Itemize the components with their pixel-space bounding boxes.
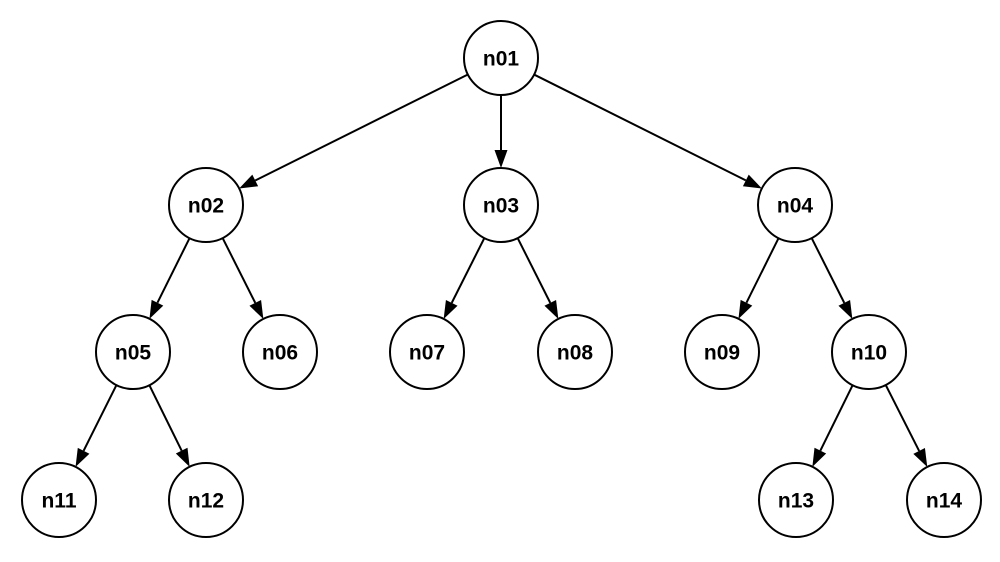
node-label: n11 (41, 489, 76, 512)
tree-node-n09: n09 (684, 314, 760, 390)
arrowhead-icon (913, 448, 928, 467)
node-circle (463, 20, 539, 96)
arrowhead-icon (249, 299, 264, 319)
tree-node-n02: n02 (168, 167, 244, 243)
edge-n05-n12 (148, 384, 190, 467)
tree-node-n01: n01 (463, 20, 539, 96)
edge-line (745, 237, 780, 304)
tree-node-n04: n04 (757, 167, 833, 243)
edge-line (156, 237, 191, 304)
tree-node-n06: n06 (242, 314, 318, 390)
tree-node-n03: n03 (463, 167, 539, 243)
edge-line (221, 237, 257, 304)
node-circle (831, 314, 907, 390)
edge-n05-n11 (75, 384, 118, 467)
node-circle (463, 167, 539, 243)
node-label: n07 (409, 341, 445, 364)
edge-n01-n04 (533, 73, 762, 189)
arrowhead-icon (742, 174, 762, 189)
arrowhead-icon (443, 299, 458, 319)
node-label: n08 (557, 341, 594, 364)
node-circle (684, 314, 760, 390)
edge-line (533, 73, 747, 182)
node-label: n13 (778, 489, 814, 512)
edge-line (82, 384, 118, 452)
node-circle (537, 314, 613, 390)
edge-line (884, 384, 921, 452)
node-circle (21, 462, 97, 538)
node-label: n04 (777, 194, 814, 217)
tree-node-n05: n05 (95, 314, 171, 390)
edge-n03-n08 (516, 237, 559, 319)
tree-node-n07: n07 (389, 314, 465, 390)
edge-n01-n02 (239, 73, 469, 189)
node-circle (757, 167, 833, 243)
node-label: n10 (851, 341, 887, 364)
node-circle (242, 314, 318, 390)
node-label: n03 (483, 194, 519, 217)
edge-line (516, 237, 552, 304)
edge-line (810, 237, 846, 304)
arrowhead-icon (544, 299, 559, 319)
edge-n02-n06 (221, 237, 264, 319)
tree-node-n14: n14 (906, 462, 982, 538)
edge-line (148, 384, 183, 452)
edge-n03-n07 (443, 237, 486, 319)
edge-n10-n13 (812, 384, 854, 467)
node-circle (389, 314, 465, 390)
tree-node-n13: n13 (758, 462, 834, 538)
node-label: n02 (188, 194, 224, 217)
tree-node-n10: n10 (831, 314, 907, 390)
node-label: n09 (704, 341, 740, 364)
node-label: n06 (262, 341, 298, 364)
node-label: n01 (483, 47, 520, 70)
edge-n04-n09 (738, 237, 780, 319)
edge-line (254, 73, 469, 182)
node-label: n14 (926, 489, 963, 512)
tree-node-n11: n11 (21, 462, 97, 538)
edge-line (819, 384, 854, 452)
arrowhead-icon (75, 447, 90, 467)
node-circle (168, 167, 244, 243)
node-label: n12 (188, 489, 224, 512)
node-circle (168, 462, 244, 538)
node-circle (906, 462, 982, 538)
arrowhead-icon (175, 447, 190, 467)
node-label: n05 (115, 341, 152, 364)
edge-line (450, 237, 486, 304)
arrowhead-icon (239, 174, 259, 189)
arrowhead-icon (494, 150, 508, 168)
arrowhead-icon (149, 299, 164, 319)
arrowhead-icon (812, 447, 827, 467)
edge-n04-n10 (810, 237, 853, 319)
node-circle (758, 462, 834, 538)
edge-n10-n14 (884, 384, 928, 467)
edge-n02-n05 (149, 237, 191, 319)
tree-node-n08: n08 (537, 314, 613, 390)
arrowhead-icon (838, 299, 853, 319)
node-circle (95, 314, 171, 390)
edge-n01-n03 (494, 95, 508, 168)
tree-node-n12: n12 (168, 462, 244, 538)
arrowhead-icon (738, 299, 753, 319)
